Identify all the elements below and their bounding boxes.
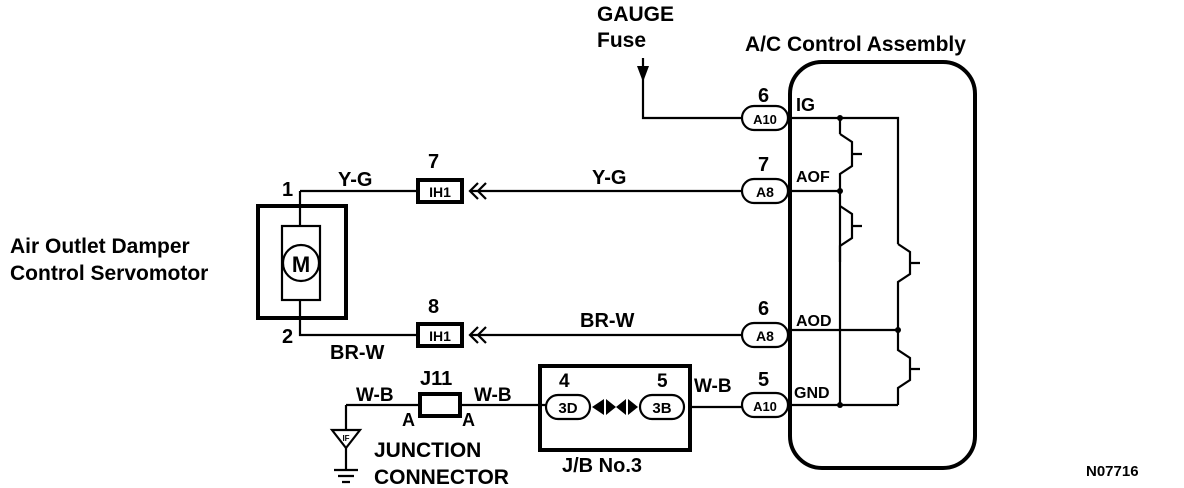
pin-ih1-8: 8 [428, 296, 439, 318]
transistor-icon [896, 243, 920, 330]
connector-j11 [418, 392, 462, 418]
pin-jb-4: 4 [559, 371, 570, 392]
connector-a8-bottom: A8 [740, 321, 790, 349]
servo-label-line1: Air Outlet Damper [10, 235, 190, 258]
terminal-gnd: GND [794, 385, 830, 402]
junction-label-line2: CONNECTOR [374, 466, 509, 488]
female-connector-icon [468, 326, 487, 344]
connector-a8-top-label: A8 [756, 184, 774, 200]
connector-3d: 3D [544, 393, 592, 421]
ac-control-assembly-box [788, 60, 977, 470]
fuse-wire [637, 58, 742, 120]
terminal-aof: AOF [796, 169, 830, 186]
pin-2: 2 [282, 326, 293, 348]
female-connector-icon [468, 182, 487, 200]
connector-a10-bottom-label: A10 [753, 399, 777, 414]
pin-ih1-7: 7 [428, 151, 439, 173]
pin-a10-5: 5 [758, 369, 769, 391]
transistor-icon [896, 330, 920, 405]
wire-label-yg-servo: Y-G [338, 169, 372, 191]
wire-label-yg-main: Y-G [592, 167, 626, 189]
terminal-ig: IG [796, 95, 815, 115]
arrow-down-icon [637, 66, 649, 82]
diagram-code: N07716 [1086, 463, 1139, 480]
assembly-title: A/C Control Assembly [745, 33, 966, 56]
internal-connection-icon [592, 399, 638, 415]
fuse-label-gauge: GAUGE [597, 3, 674, 26]
wire-brw-servo [298, 300, 418, 337]
connector-ih1-top-label: IH1 [429, 184, 451, 200]
connector-3d-label: 3D [558, 400, 577, 417]
transistor-icon [838, 133, 862, 191]
terminal-a-right: A [462, 410, 475, 430]
servo-label-line2: Control Servomotor [10, 262, 208, 285]
transistor-icon [838, 205, 862, 262]
pin-a10-6: 6 [758, 85, 769, 107]
connector-3b-label: 3B [652, 400, 671, 417]
jb-label: J/B No.3 [562, 455, 642, 477]
connector-a10-top-label: A10 [753, 112, 777, 127]
pin-a8-6: 6 [758, 298, 769, 320]
ground-icon: IF [329, 428, 363, 484]
pin-1: 1 [282, 179, 293, 201]
pin-a8-7: 7 [758, 154, 769, 176]
wire-label-wb-left: W-B [356, 385, 394, 406]
connector-ih1-bottom: IH1 [416, 322, 464, 348]
connector-a8-top: A8 [740, 177, 790, 205]
pin-jb-5: 5 [657, 371, 668, 392]
connector-a8-bottom-label: A8 [756, 328, 774, 344]
motor-icon: M [280, 224, 322, 302]
connector-a10-top: A10 [740, 104, 790, 132]
svg-text:IF: IF [342, 434, 349, 443]
connector-3b: 3B [638, 393, 686, 421]
terminal-a-left: A [402, 410, 415, 430]
fuse-label-fuse: Fuse [597, 29, 646, 52]
wire-label-brw-servo: BR-W [330, 342, 385, 364]
motor-symbol: M [292, 252, 310, 277]
junction-label-line1: JUNCTION [374, 439, 481, 462]
connector-a10-bottom: A10 [740, 391, 790, 419]
wire-label-brw-main: BR-W [580, 310, 635, 332]
connector-j11-label: J11 [420, 368, 452, 390]
terminal-aod: AOD [796, 313, 832, 330]
connector-ih1-bottom-label: IH1 [429, 328, 451, 344]
wire-label-wb-middle: W-B [474, 385, 512, 406]
wire-wb-left [344, 403, 420, 430]
servomotor-box [256, 204, 348, 320]
wire-label-wb-right: W-B [694, 376, 732, 397]
connector-ih1-top: IH1 [416, 178, 464, 204]
internal-circuit [788, 115, 920, 408]
